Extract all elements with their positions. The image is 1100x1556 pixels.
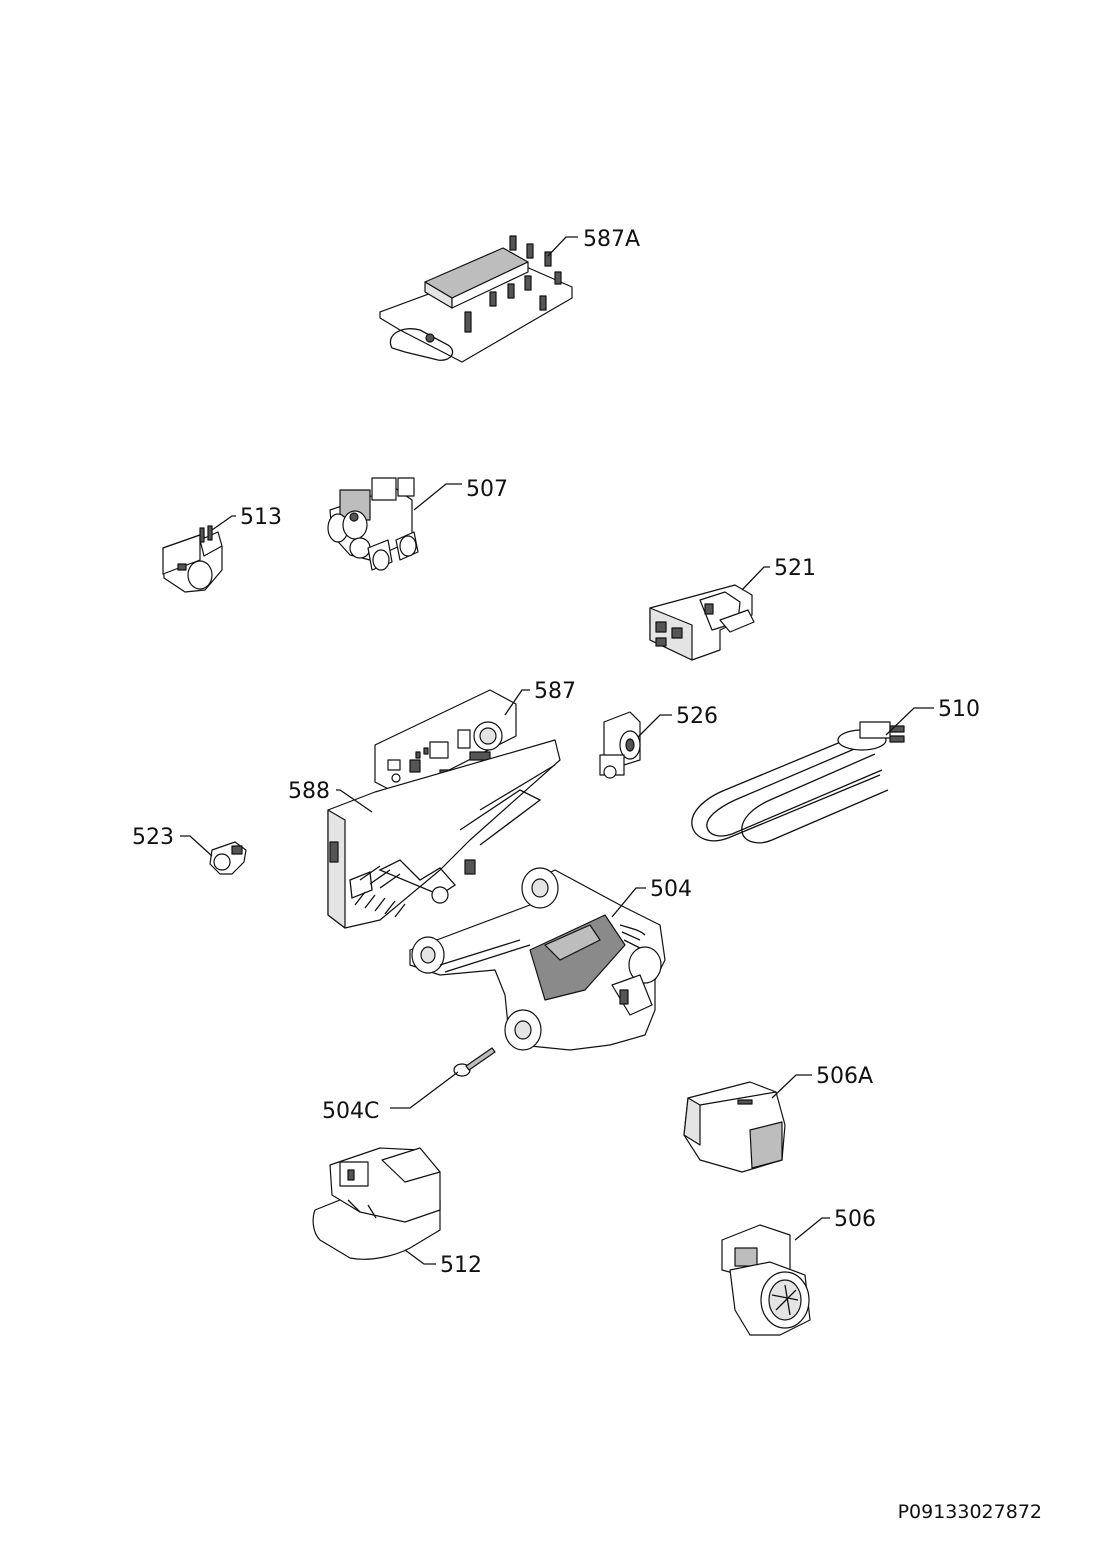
- leader-510: [885, 707, 934, 736]
- part-588-board-housing[interactable]: [327, 739, 561, 929]
- part-587A-control-board[interactable]: [379, 235, 573, 363]
- part-506A-pump-cover[interactable]: [683, 1081, 786, 1173]
- callout-523: 523: [132, 825, 174, 850]
- part-504C-screw[interactable]: [453, 1047, 496, 1077]
- part-506-drain-pump[interactable]: [721, 1224, 811, 1336]
- leader-512: [404, 1249, 436, 1265]
- callout-506A: 506A: [816, 1064, 873, 1089]
- callout-588: 588: [288, 779, 330, 804]
- callout-512: 512: [440, 1253, 482, 1278]
- leader-588: [336, 789, 373, 813]
- callout-587A: 587A: [583, 227, 640, 252]
- drawing-code: P09133027872: [898, 1501, 1042, 1523]
- part-526-sensor-bracket[interactable]: [599, 711, 641, 779]
- part-510-heating-element[interactable]: [691, 721, 905, 844]
- leader-521: [741, 566, 770, 591]
- callout-504: 504: [650, 877, 692, 902]
- leader-526: [637, 714, 672, 738]
- part-587-main-board[interactable]: [374, 689, 517, 796]
- leader-504C: [390, 1071, 459, 1109]
- callout-587: 587: [534, 679, 576, 704]
- leader-523: [180, 835, 213, 857]
- leader-507: [413, 483, 462, 511]
- leader-506A: [771, 1074, 812, 1099]
- callout-507: 507: [466, 477, 508, 502]
- callout-521: 521: [774, 556, 816, 581]
- callout-526: 526: [676, 704, 718, 729]
- part-513-component[interactable]: [162, 525, 223, 593]
- callout-506: 506: [834, 1207, 876, 1232]
- callout-504C: 504C: [322, 1099, 379, 1124]
- part-507-inlet-valve[interactable]: [327, 477, 419, 571]
- part-523-clip[interactable]: [209, 841, 247, 875]
- leader-513: [211, 515, 236, 531]
- part-512-filter-flap[interactable]: [312, 1147, 441, 1260]
- callout-513: 513: [240, 505, 282, 530]
- leader-506: [794, 1217, 830, 1241]
- leader-587A: [547, 236, 578, 257]
- leader-587: [504, 689, 530, 716]
- part-521-door-lock[interactable]: [649, 584, 755, 661]
- leader-504: [611, 887, 646, 918]
- part-504-motor[interactable]: [409, 867, 666, 1051]
- callout-510: 510: [938, 697, 980, 722]
